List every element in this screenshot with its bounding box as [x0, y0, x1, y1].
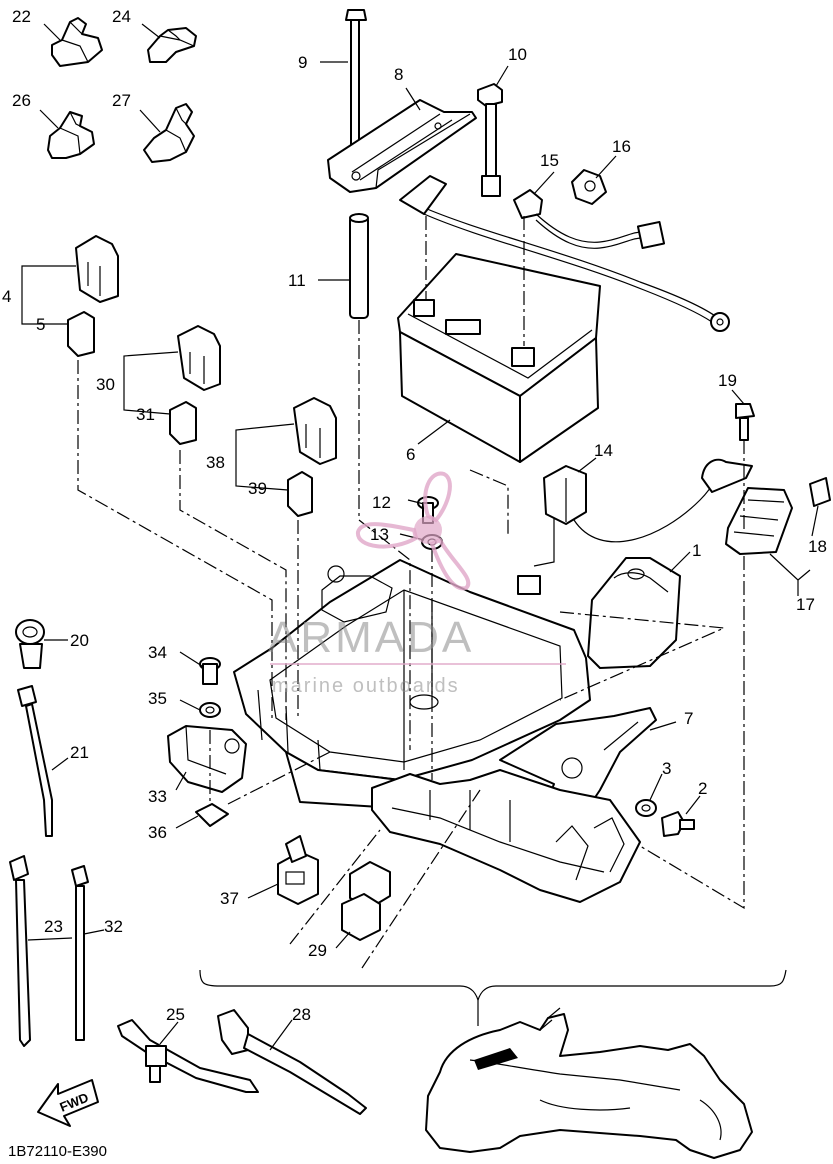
lower-frame: [371, 769, 641, 903]
callout-22: 22: [12, 7, 31, 26]
callout-21: 21: [70, 743, 89, 762]
control-unit-1: [587, 557, 681, 669]
callout-30: 30: [96, 375, 115, 394]
callout-38: 38: [206, 453, 225, 472]
callout-33: 33: [148, 787, 167, 806]
callout-34: 34: [148, 643, 167, 662]
plate-36: [195, 803, 229, 827]
connector-5: [67, 311, 95, 357]
connector-30: [177, 325, 221, 391]
band-25: [117, 1019, 259, 1093]
callout-8: 8: [394, 65, 403, 84]
battery-box: [233, 559, 591, 809]
callout-14: 14: [594, 441, 613, 460]
callout-7: 7: [684, 709, 693, 728]
callout-32: 32: [104, 917, 123, 936]
connector-39: [287, 471, 313, 517]
callout-18: 18: [808, 537, 827, 556]
battery-6: [397, 253, 601, 463]
callout-29: 29: [308, 941, 327, 960]
fuse-18: [809, 477, 831, 507]
callout-19: 19: [718, 371, 737, 390]
clamp-16: [571, 169, 607, 205]
assembly-lines: [77, 216, 745, 969]
callout-6: 6: [406, 445, 415, 464]
bolt-34: [199, 657, 221, 685]
washer-3: [635, 799, 657, 817]
callout-11: 11: [288, 271, 306, 290]
clip-24: [147, 27, 197, 63]
callout-20: 20: [70, 631, 89, 650]
callout-31: 31: [136, 405, 155, 424]
callout-13: 13: [370, 525, 389, 544]
callout-27: 27: [112, 91, 131, 110]
callout-3: 3: [662, 759, 671, 778]
callout-2: 2: [698, 779, 707, 798]
callout-36: 36: [148, 823, 167, 842]
callout-24: 24: [112, 7, 131, 26]
fwd-arrow-icon: FWD: [37, 1079, 99, 1127]
clip-27: [143, 103, 195, 163]
bolt-2: [661, 811, 695, 837]
bracket-8: [327, 99, 477, 193]
connector-29: [341, 861, 391, 941]
connector-37: [277, 835, 319, 905]
callout-10: 10: [508, 45, 527, 64]
connector-31: [169, 401, 197, 445]
cable-15: [399, 175, 730, 332]
callout-28: 28: [292, 1005, 311, 1024]
clip-26: [47, 111, 95, 159]
watermark-title: ARMADA: [268, 613, 474, 662]
callout-1: 1: [692, 541, 701, 560]
connector-4: [75, 235, 119, 303]
clip-20: [15, 619, 45, 669]
diagram-code: 1B72110-E390: [8, 1143, 107, 1160]
callout-15: 15: [540, 151, 559, 170]
callout-39: 39: [248, 479, 267, 498]
band-21: [17, 685, 53, 837]
callout-16: 16: [612, 137, 631, 156]
callout-35: 35: [148, 689, 167, 708]
band-28: [217, 1009, 367, 1115]
bolt-19: [735, 403, 755, 441]
watermark-logo: ARMADA marine outboards: [268, 471, 566, 697]
watermark-subtitle: marine outboards: [272, 675, 460, 697]
bolt-10: [477, 83, 503, 197]
vehicle-inset: [199, 969, 787, 1159]
callout-17: 17: [796, 595, 815, 614]
callout-23: 23: [44, 917, 63, 936]
callout-12: 12: [372, 493, 391, 512]
band-23: [9, 855, 31, 1047]
clip-22: [51, 17, 103, 67]
band-32: [71, 865, 89, 1041]
connector-38: [293, 397, 337, 465]
callout-37: 37: [220, 889, 239, 908]
callout-5: 5: [36, 315, 45, 334]
callout-26: 26: [12, 91, 31, 110]
leader-lines: [21, 23, 819, 1051]
sensor-33: [167, 725, 247, 793]
collar-11: [349, 213, 369, 319]
callout-labels: 22 24 26 27 9 8 10 15 16 11 4 5 30 31 38…: [2, 7, 827, 1024]
callout-25: 25: [166, 1005, 185, 1024]
rectifier-17: [701, 458, 793, 555]
callout-9: 9: [298, 53, 307, 72]
washer-35: [199, 702, 221, 718]
callout-4: 4: [2, 287, 11, 306]
